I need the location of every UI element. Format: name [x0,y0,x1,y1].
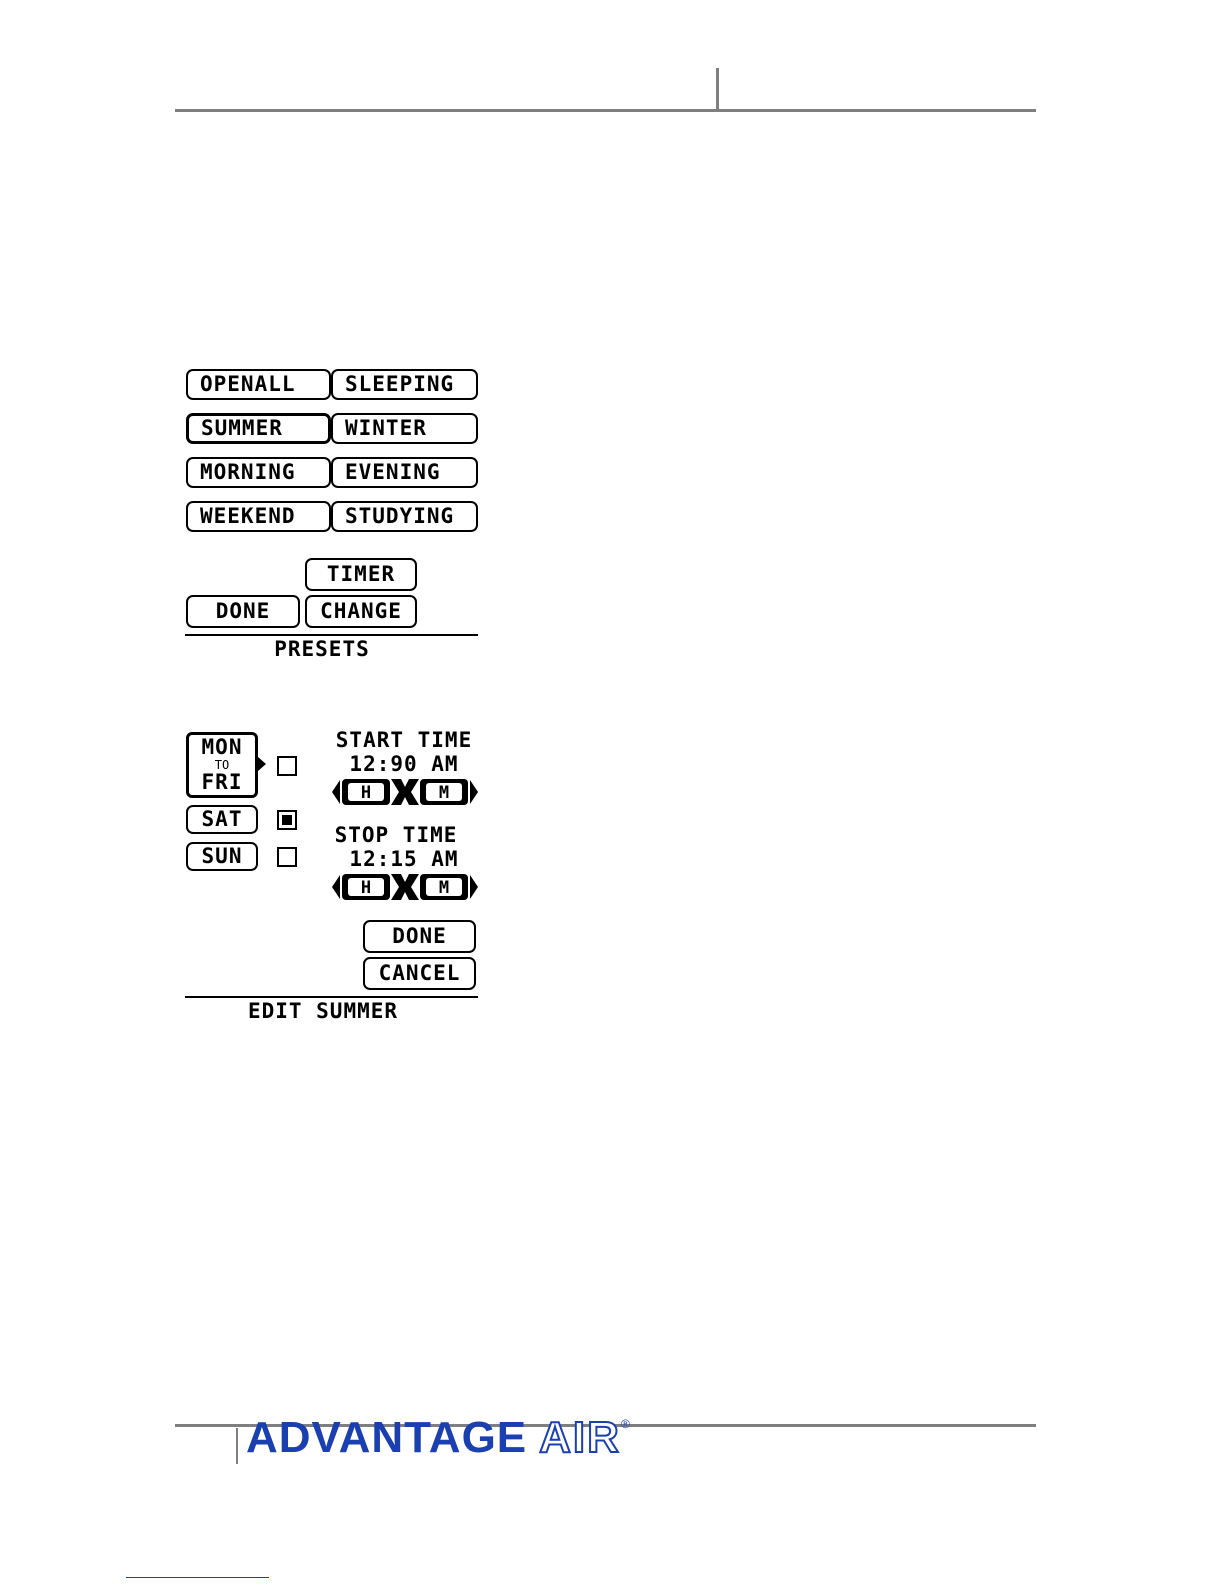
preset-studying-button[interactable]: STUDYING [331,501,478,532]
sat-checkbox[interactable] [277,810,297,830]
cancel-button[interactable]: CANCEL [363,957,476,990]
selected-arrow-icon [258,757,266,771]
start-time-value: 12:90 AM [330,752,478,776]
svg-text:H: H [361,783,371,803]
hour-minute-separator-icon [391,874,419,900]
stop-time-adjuster: H M [331,873,479,901]
stop-time-label: STOP TIME [330,823,462,847]
preset-evening-button[interactable]: EVENING [331,457,478,488]
mon-fri-checkbox[interactable] [277,756,297,776]
sat-button[interactable]: SAT [186,805,258,834]
edit-done-button[interactable]: DONE [363,920,476,953]
presets-title-rule [185,634,478,636]
stop-time-value: 12:15 AM [330,847,478,871]
stop-hour-down-arrow-icon[interactable] [332,875,340,899]
mon-label: MON [202,737,243,758]
start-minute-up-arrow-icon[interactable] [470,780,478,804]
svg-text:H: H [361,878,371,898]
edit-title-rule [185,996,478,998]
registered-mark: ® [621,1417,630,1431]
footer-divider [236,1428,238,1464]
stop-minute-key[interactable]: M [420,874,468,900]
start-time-label: START TIME [330,728,478,752]
done-button[interactable]: DONE [186,595,300,628]
preset-winter-button[interactable]: WINTER [331,413,478,444]
stop-minute-up-arrow-icon[interactable] [470,875,478,899]
logo-air-text: AIR [539,1413,621,1462]
change-button[interactable]: CHANGE [305,595,417,628]
start-time-adjuster: H M [331,778,479,806]
timer-button[interactable]: TIMER [305,558,417,591]
header-divider [716,68,719,110]
edit-summer-title: EDIT SUMMER [185,999,461,1023]
preset-openall-button[interactable]: OPENALL [186,369,331,400]
sun-checkbox[interactable] [277,847,297,867]
start-hour-key[interactable]: H [342,779,390,805]
start-hour-down-arrow-icon[interactable] [332,780,340,804]
hour-minute-separator-icon [391,779,419,805]
header-rule [175,109,1036,112]
bottom-link-underline [126,1577,269,1578]
start-minute-key[interactable]: M [420,779,468,805]
sun-button[interactable]: SUN [186,842,258,871]
preset-summer-button[interactable]: SUMMER [186,413,331,444]
stop-hour-key[interactable]: H [342,874,390,900]
fri-label: FRI [202,772,243,793]
preset-sleeping-button[interactable]: SLEEPING [331,369,478,400]
logo-brand-text: ADVANTAGE [246,1413,527,1462]
svg-text:M: M [439,878,449,898]
svg-text:M: M [439,783,449,803]
presets-title: PRESETS [185,637,459,661]
mon-to-fri-button[interactable]: MON TO FRI [186,732,258,798]
preset-morning-button[interactable]: MORNING [186,457,331,488]
preset-weekend-button[interactable]: WEEKEND [186,501,331,532]
